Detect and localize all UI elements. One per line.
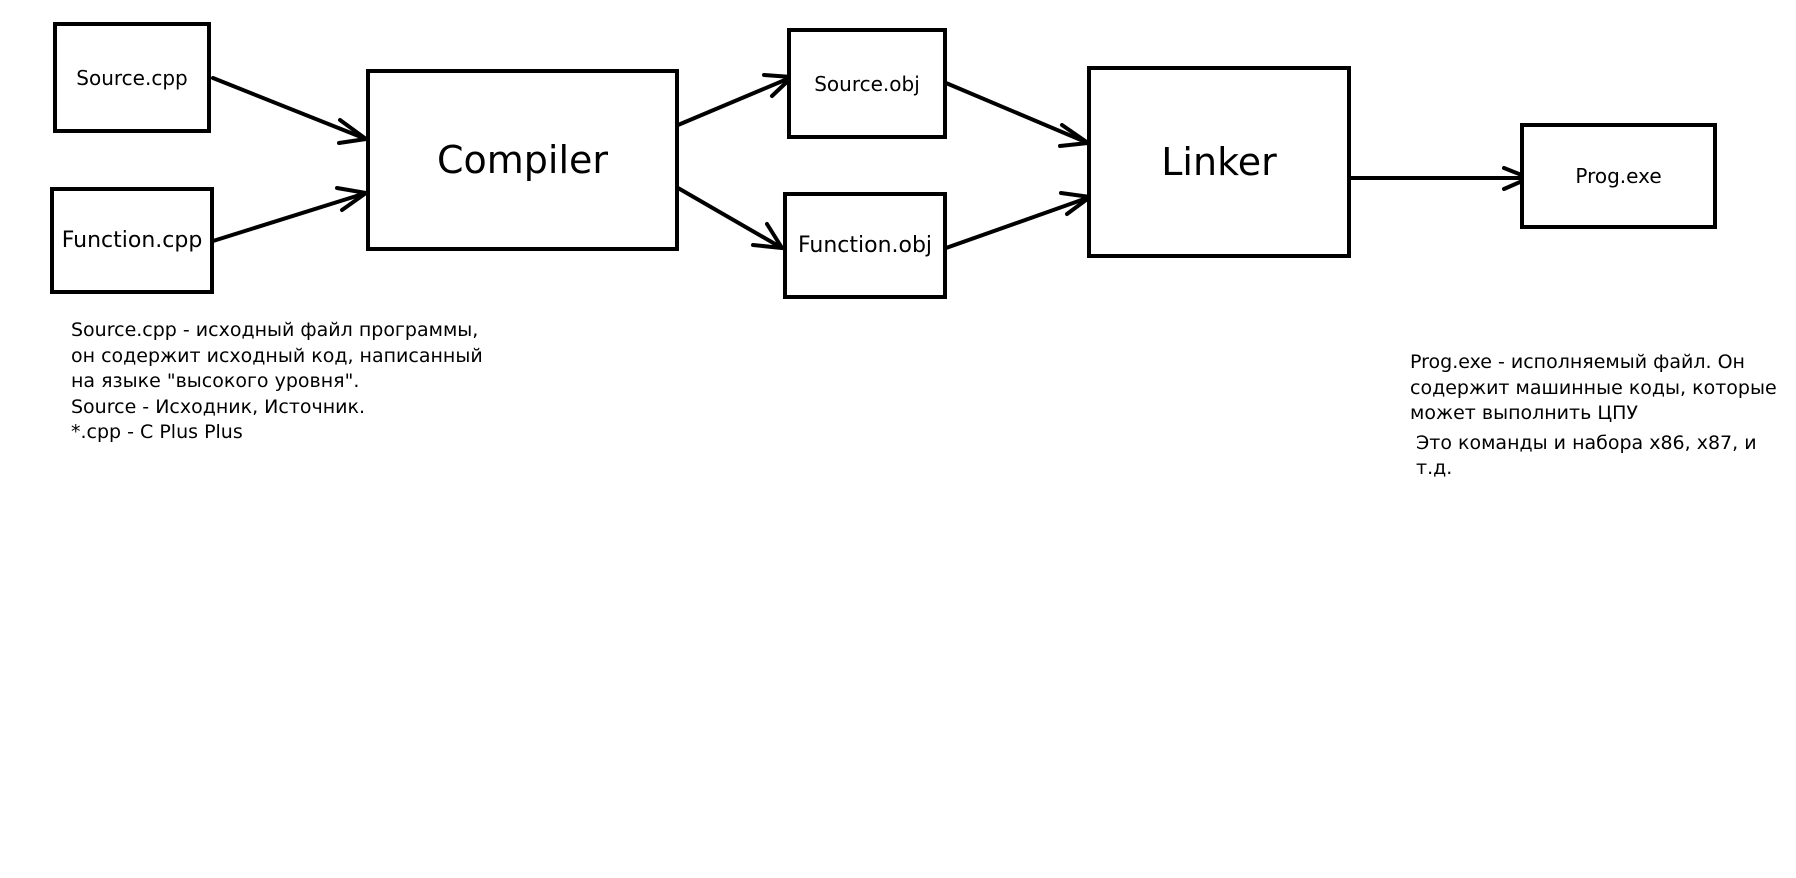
- source-note-line: на языке "высокого уровня".: [71, 370, 360, 392]
- edge-function-cpp-to-compiler: [211, 186, 368, 243]
- node-function-obj: Function.obj: [783, 192, 947, 299]
- prog-note-line: содержит машинные коды, которые: [1410, 376, 1777, 399]
- source-note-line: Source.cpp - исходный файл программы,: [71, 319, 479, 341]
- node-function-cpp-label: Function.cpp: [61, 227, 203, 253]
- prog-note-line: Prog.exe - исполняемый файл. Он: [1410, 351, 1745, 373]
- node-linker-label: Linker: [1161, 140, 1277, 184]
- source-cpp-note: Source.cpp - исходный файл программы, он…: [71, 318, 483, 446]
- node-function-cpp: Function.cpp: [50, 187, 214, 294]
- edge-function-obj-to-linker: [944, 191, 1092, 250]
- node-linker: Linker: [1087, 66, 1351, 258]
- node-compiler: Compiler: [366, 69, 679, 251]
- prog-note-line: т.д.: [1416, 457, 1453, 479]
- node-compiler-label: Compiler: [436, 138, 609, 182]
- node-prog-exe-label: Prog.exe: [1575, 164, 1662, 188]
- edge-linker-to-prog-exe: [1347, 166, 1531, 191]
- prog-note-line: может выполнить ЦПУ: [1410, 402, 1638, 424]
- prog-note-line: Это команды и набора x86, x87, и: [1416, 431, 1757, 454]
- node-source-obj: Source.obj: [787, 28, 947, 139]
- node-prog-exe: Prog.exe: [1520, 123, 1717, 229]
- node-source-cpp-label: Source.cpp: [76, 65, 188, 90]
- source-note-line: он содержит исходный код, написанный: [71, 344, 483, 367]
- node-source-cpp: Source.cpp: [53, 22, 211, 133]
- node-function-obj-label: Function.obj: [797, 232, 933, 258]
- edge-source-obj-to-linker: [944, 81, 1090, 148]
- source-note-line: Source - Исходник, Источник.: [71, 395, 366, 418]
- edge-compiler-to-source-obj: [676, 73, 794, 127]
- prog-exe-note: Prog.exe - исполняемый файл. Он содержит…: [1410, 350, 1777, 482]
- node-source-obj-label: Source.obj: [814, 71, 920, 96]
- edge-source-cpp-to-compiler: [211, 76, 368, 145]
- source-note-line: *.cpp - C Plus Plus: [71, 421, 243, 443]
- edge-compiler-to-function-obj: [676, 186, 784, 250]
